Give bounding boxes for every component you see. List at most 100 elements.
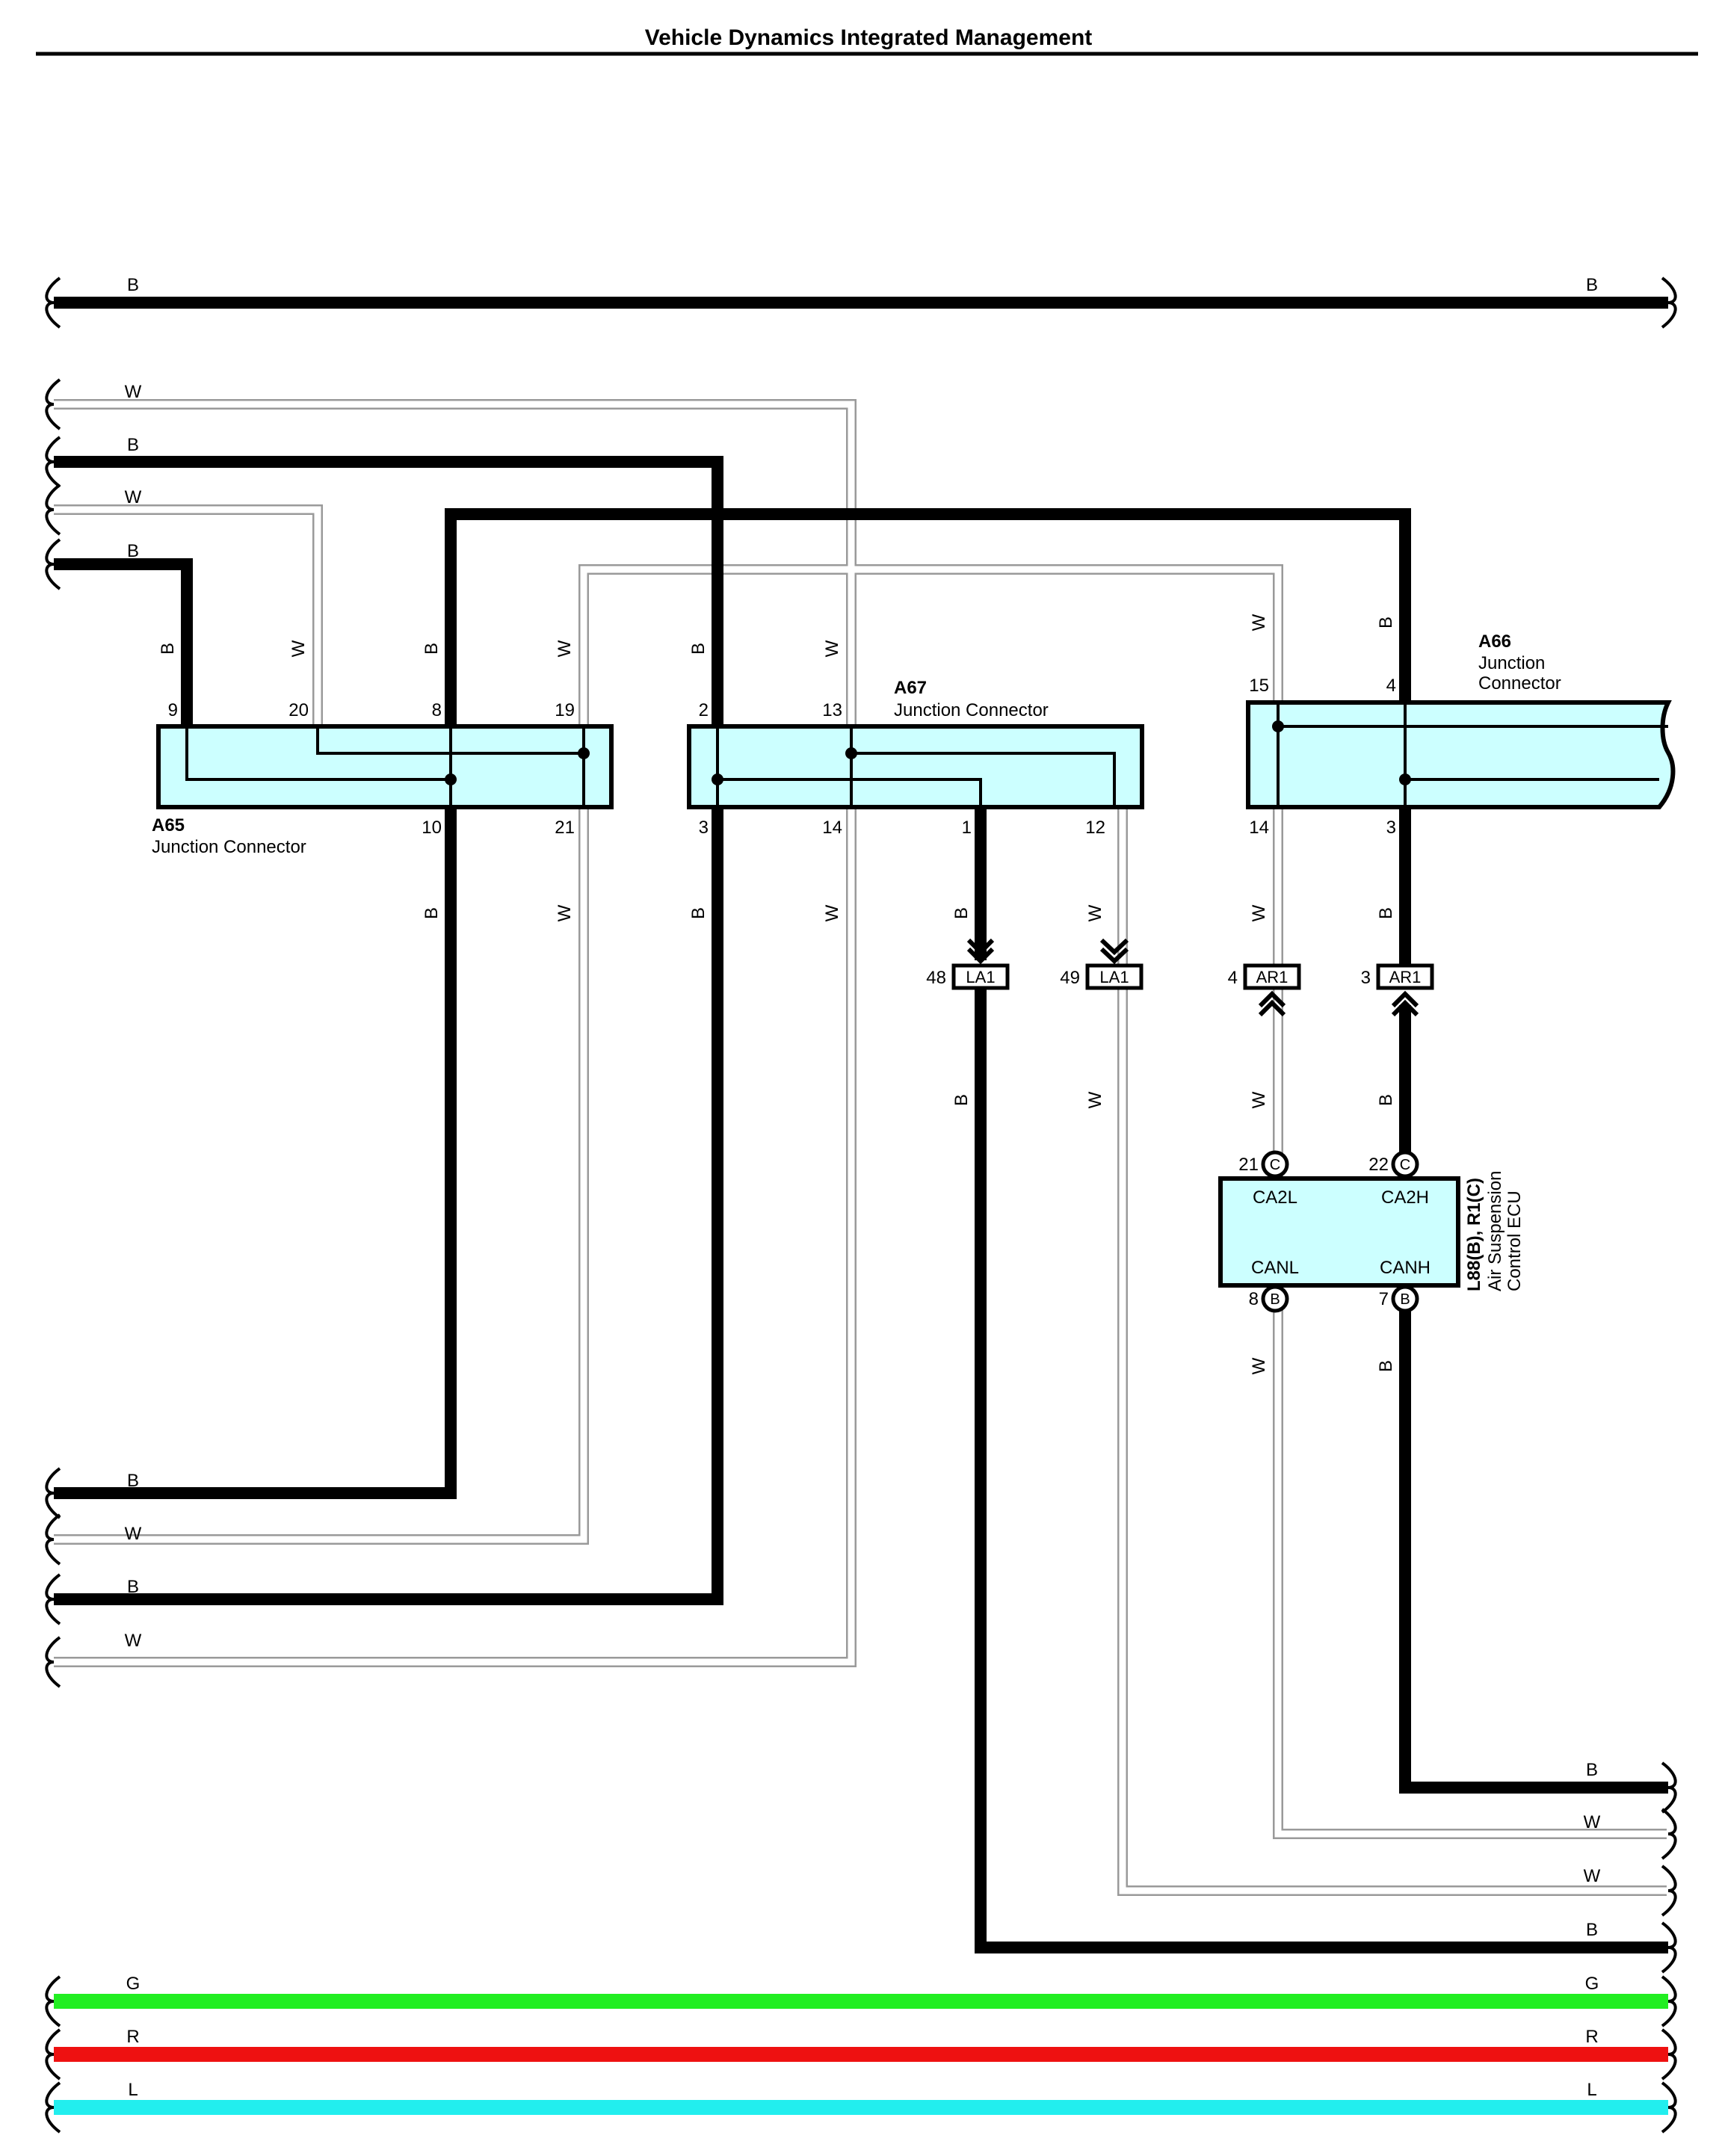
ecu-terminal-canh: CANH <box>1380 1258 1431 1278</box>
pin-label: 12 <box>1085 818 1105 838</box>
wire-label: W <box>1085 904 1105 921</box>
ecu-name: L88(B), R1(C) <box>1464 1178 1484 1291</box>
connector-desc-a67: Junction Connector <box>894 700 1049 720</box>
inline-connector-label: LA1 <box>1099 968 1129 986</box>
wire-label: B <box>127 435 139 455</box>
wire-label: W <box>125 382 142 402</box>
wire-label: B <box>158 643 178 655</box>
air-suspension-ecu: C C B B 21 22 8 7 CA2L CA2H CANL CANH L8… <box>1218 1150 1525 1313</box>
pin-label: 2 <box>699 700 709 720</box>
wire-label: B <box>1586 1920 1598 1940</box>
ecu-connector-letter: C <box>1400 1157 1410 1173</box>
pin-label: 8 <box>432 700 442 720</box>
break-symbols <box>45 277 1677 2134</box>
pin-label: 20 <box>288 700 309 720</box>
junction-connector-a66: A66 Junction Connector 15 4 14 3 <box>1246 631 1676 838</box>
wire-label: B <box>1586 1760 1598 1780</box>
inline-connector-la1-48: LA1 48 <box>926 938 1010 990</box>
wire-label: B <box>127 1577 139 1597</box>
connector-desc-a66: Junction <box>1478 653 1545 673</box>
wire-label: G <box>1585 1974 1599 1994</box>
pin-label: 9 <box>168 700 178 720</box>
wire-label: B <box>688 643 709 655</box>
wire-label: B <box>127 275 139 295</box>
wire-labels-vertical: B W B W B W W B B W B W B W W B B W W B … <box>158 614 1396 1374</box>
wire-label: W <box>1249 1357 1269 1374</box>
junction-connector-a65: A65 Junction Connector 9 20 8 19 10 21 <box>152 700 614 857</box>
wire-label: B <box>951 1094 972 1106</box>
connector-desc-a66: Connector <box>1478 673 1561 694</box>
wire-label: B <box>1376 1360 1396 1372</box>
wire-label: B <box>1586 275 1598 295</box>
wire-label: W <box>555 640 575 657</box>
connector-id-a66: A66 <box>1478 631 1511 652</box>
wire-label: B <box>1376 907 1396 919</box>
inline-connector-label: LA1 <box>966 968 995 986</box>
wire-label: R <box>1585 2027 1598 2047</box>
pin-label: 7 <box>1379 1289 1389 1309</box>
ecu-terminal-ca2h: CA2H <box>1381 1187 1429 1208</box>
pin-label: 10 <box>422 818 442 838</box>
wire-label: W <box>1249 614 1269 631</box>
pin-label: 1 <box>962 818 972 838</box>
pin-label: 48 <box>926 968 946 988</box>
pin-label: 19 <box>555 700 575 720</box>
pin-label: 14 <box>822 818 842 838</box>
wire-label: W <box>288 640 309 657</box>
pin-label: 21 <box>555 818 575 838</box>
wire-label: L <box>1587 2080 1596 2100</box>
ecu-pin-circle <box>1261 1150 1289 1179</box>
wire-label: B <box>127 541 139 561</box>
pin-label: 14 <box>1249 818 1269 838</box>
white-wires <box>54 399 1667 1896</box>
wire-label: W <box>1249 904 1269 921</box>
wire-label: W <box>1085 1091 1105 1108</box>
connector-desc-a65: Junction Connector <box>152 837 306 857</box>
wire-label: B <box>127 1471 139 1491</box>
inline-connector-la1-49: LA1 49 <box>1060 938 1144 990</box>
wire-label: L <box>128 2080 138 2100</box>
color-bus-lines <box>54 1994 1668 2115</box>
wire-label: W <box>1584 1866 1601 1886</box>
pin-label: 13 <box>822 700 842 720</box>
pin-label: 8 <box>1249 1289 1259 1309</box>
ecu-terminal-ca2l: CA2L <box>1253 1187 1297 1208</box>
wire-label: W <box>822 904 842 921</box>
wire-label: B <box>688 907 709 919</box>
wire-label: W <box>1249 1091 1269 1108</box>
black-wires <box>54 297 1668 1953</box>
pin-label: 3 <box>1361 968 1371 988</box>
wire-label: W <box>822 640 842 657</box>
pin-label: 3 <box>1386 818 1396 838</box>
wire-label: G <box>126 1974 141 1994</box>
ecu-desc: Air Suspension <box>1485 1171 1505 1291</box>
wire-label: B <box>951 907 972 919</box>
ecu-terminal-canl: CANL <box>1251 1258 1299 1278</box>
page-title: Vehicle Dynamics Integrated Management <box>645 25 1093 50</box>
connector-id-a67: A67 <box>894 678 927 698</box>
wire-label: W <box>125 1631 142 1651</box>
pin-label: 4 <box>1386 676 1396 696</box>
wire-label: W <box>125 487 142 507</box>
wire-label: W <box>555 904 575 921</box>
ecu-pin-circle <box>1391 1150 1419 1179</box>
pin-label: 15 <box>1249 676 1269 696</box>
ecu-pin-circle <box>1261 1285 1289 1313</box>
wire-label: W <box>125 1524 142 1544</box>
ecu-connector-letter: B <box>1400 1291 1410 1308</box>
pin-label: 3 <box>699 818 709 838</box>
pin-label: 49 <box>1060 968 1080 988</box>
pin-label: 22 <box>1368 1155 1389 1175</box>
inline-connector-ar1-4: AR1 4 <box>1228 963 1301 1017</box>
ecu-connector-letter: C <box>1270 1157 1280 1173</box>
pin-label: 4 <box>1228 968 1238 988</box>
ecu-connector-letter: B <box>1270 1291 1280 1308</box>
ecu-pin-circle <box>1391 1285 1419 1313</box>
wire-label: W <box>1584 1812 1601 1832</box>
pin-label: 21 <box>1238 1155 1259 1175</box>
wire-labels-horizontal: B B W B W B B W B W B W W B G G R R L L <box>125 275 1601 2100</box>
connector-id-a65: A65 <box>152 815 185 835</box>
wire-label: B <box>1376 617 1396 628</box>
inline-connector-label: AR1 <box>1256 968 1289 986</box>
